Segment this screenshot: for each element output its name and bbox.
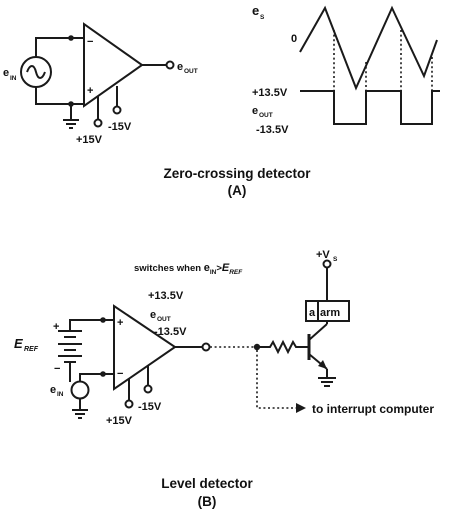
b-out-sub: OUT <box>157 316 171 323</box>
input-a-sub: IN <box>10 75 17 82</box>
vs-terminal <box>322 259 332 269</box>
supply-b-plus-label: +15V <box>106 415 133 427</box>
zero-label: 0 <box>291 33 297 45</box>
caption-b-tag: (B) <box>198 494 217 509</box>
output-b-terminal <box>201 342 211 352</box>
supply-a-minus-terminal <box>112 105 122 115</box>
opamp-a-plus-sign: + <box>87 85 93 97</box>
supply-b-wires <box>128 366 149 400</box>
es-sub: S <box>260 14 265 21</box>
es-label: e <box>252 3 259 18</box>
ground-emitter-icon <box>318 377 336 387</box>
opamp-a-triangle <box>83 22 144 108</box>
eref-sub: REF <box>24 346 39 353</box>
interrupt-label: to interrupt computer <box>312 402 434 416</box>
zero-crossing-circuit: − + e IN +15V -15V e OUT <box>3 22 198 146</box>
ac-source-a <box>20 56 52 88</box>
base-resistor <box>257 339 309 355</box>
input-b-junction <box>100 371 106 377</box>
b-out-label: e <box>150 309 156 321</box>
vs-sub: S <box>333 256 338 263</box>
b-low-level-label: -13.5V <box>154 326 187 338</box>
supply-a-plus-terminal <box>93 118 103 128</box>
input-b-label: e <box>50 384 56 396</box>
eref-wires <box>69 319 114 382</box>
waveforms: e S 0 +13.5V e OUT -13.5V <box>252 3 440 136</box>
caption-b-title: Level detector <box>161 476 253 491</box>
ac-source-a-wave-icon <box>26 65 46 79</box>
interrupt-dotted-line <box>256 350 297 409</box>
output-a-terminal <box>165 60 175 70</box>
supply-a-plus-label: +15V <box>76 134 103 146</box>
input-b-sub: IN <box>57 391 64 398</box>
supply-a-wires <box>97 86 118 119</box>
caption-a-title: Zero-crossing detector <box>163 166 311 181</box>
supply-b-minus-terminal <box>143 384 153 394</box>
alarm-label-a: a <box>309 307 316 319</box>
input-a-label: e <box>3 67 9 79</box>
high-level-label: +13.5V <box>252 87 288 99</box>
ground-a-icon <box>63 104 79 129</box>
sawtooth-wave <box>299 5 438 91</box>
switch-condition-note: switches when eIN>EREF <box>134 262 243 276</box>
opamp-b-triangle <box>113 304 177 391</box>
supply-b-minus-label: -15V <box>138 401 162 413</box>
level-detector-circuit: switches when eIN>EREF +13.5V e OUT -13.… <box>14 249 434 427</box>
input-b-source <box>70 380 90 400</box>
output-a-label: e <box>177 61 183 73</box>
out-sub: OUT <box>259 112 273 119</box>
opamp-a-minus-sign: − <box>87 36 93 48</box>
zero-crossing-markers <box>333 30 433 124</box>
battery-minus-mark: − <box>54 363 60 375</box>
out-label: e <box>252 105 258 117</box>
output-square-wave <box>300 90 440 125</box>
opamp-b-plus-sign: + <box>117 317 123 329</box>
supply-a-minus-label: -15V <box>108 121 132 133</box>
alarm-label-rest: arm <box>320 307 340 319</box>
low-level-label: -13.5V <box>256 124 289 136</box>
input-b-wires <box>79 373 114 410</box>
transistor-emitter-arrow-icon <box>318 360 327 369</box>
battery-icon <box>58 330 82 363</box>
input-a-wires <box>35 37 84 105</box>
alarm-box <box>305 300 350 322</box>
junction-a-top <box>68 35 74 41</box>
ground-b-icon <box>72 409 88 419</box>
opamp-b-minus-sign: − <box>117 368 123 380</box>
output-a-sub: OUT <box>184 68 198 75</box>
interrupt-arrow-icon <box>296 403 306 413</box>
caption-a-tag: (A) <box>228 183 247 198</box>
b-high-level-label: +13.5V <box>148 290 184 302</box>
transistor-collector-lead <box>308 323 328 341</box>
eref-label: E <box>14 336 23 351</box>
eref-junction <box>100 317 106 323</box>
battery-plus-mark: + <box>53 321 59 333</box>
vs-label: +V <box>316 249 330 261</box>
supply-b-plus-terminal <box>124 399 134 409</box>
